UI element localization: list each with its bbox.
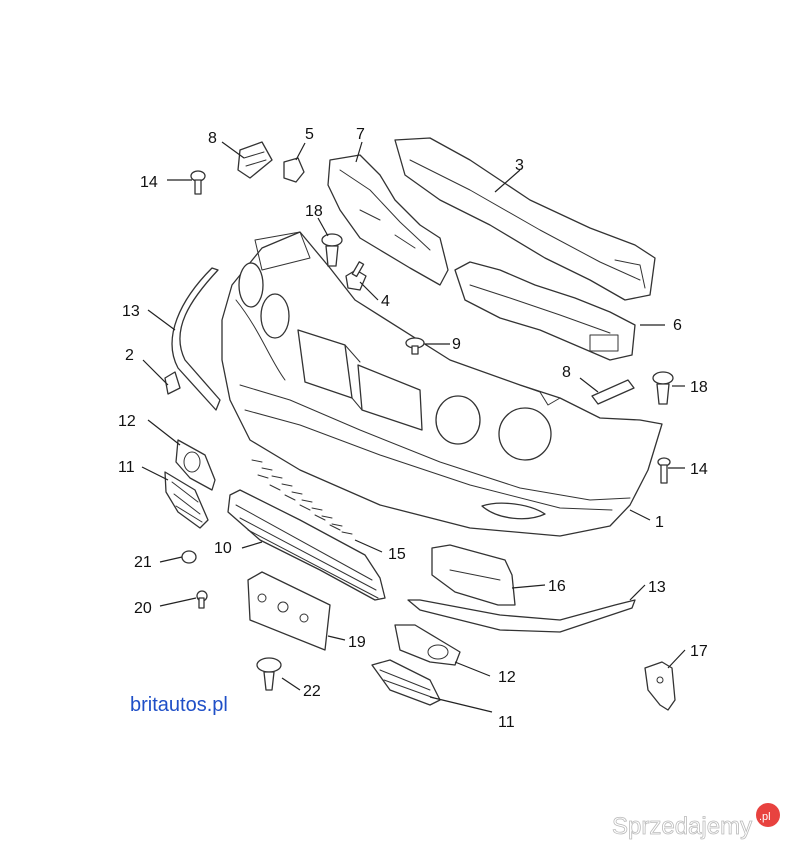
watermark: Sprzedajemy .pl bbox=[612, 803, 780, 840]
callout-20: 20 bbox=[134, 600, 152, 617]
callout-11-right: 11 bbox=[498, 714, 515, 731]
callout-1: 1 bbox=[655, 514, 664, 531]
callout-9: 9 bbox=[452, 336, 461, 353]
clip-18-right bbox=[652, 371, 674, 405]
callout-22: 22 bbox=[303, 683, 321, 700]
callout-17: 17 bbox=[690, 643, 708, 660]
callout-18-top: 18 bbox=[305, 203, 323, 220]
mesh-15 bbox=[251, 459, 353, 535]
callout-8-top: 8 bbox=[208, 130, 217, 147]
callout-14-top: 14 bbox=[140, 174, 158, 191]
watermark-text: Sprzedajemy bbox=[612, 813, 752, 840]
upper-reinforcement-bar bbox=[394, 137, 656, 301]
callout-4: 4 bbox=[381, 293, 390, 310]
watermark-badge-text: .pl bbox=[759, 811, 771, 823]
nut-21 bbox=[181, 550, 197, 564]
bracket-17 bbox=[644, 661, 676, 711]
callout-13-right: 13 bbox=[648, 579, 666, 596]
callout-5: 5 bbox=[305, 126, 314, 143]
nut-5 bbox=[283, 157, 305, 183]
callout-6: 6 bbox=[673, 317, 682, 334]
bolt-4 bbox=[345, 261, 367, 291]
energy-absorber-left bbox=[327, 154, 449, 286]
grille-11-right bbox=[371, 659, 441, 706]
plug-9 bbox=[405, 337, 425, 355]
callout-19: 19 bbox=[348, 634, 366, 651]
lower-grille-10 bbox=[227, 489, 386, 601]
grille-11-left bbox=[164, 471, 209, 529]
callout-14-right: 14 bbox=[690, 461, 708, 478]
callout-8-right: 8 bbox=[562, 364, 571, 381]
watermark-badge bbox=[756, 803, 780, 827]
callout-16: 16 bbox=[548, 578, 566, 595]
bolt-14-top bbox=[190, 170, 206, 195]
side-trim-13-right bbox=[407, 599, 636, 633]
bolt-14-right bbox=[657, 457, 671, 484]
callout-labels: 1 2 3 4 5 6 7 8 8 9 10 11 11 12 12 13 13… bbox=[118, 126, 708, 731]
bracket-16 bbox=[431, 544, 516, 606]
source-link[interactable]: britautos.pl bbox=[130, 694, 228, 716]
callout-12-left: 12 bbox=[118, 413, 136, 430]
screw-20 bbox=[196, 590, 208, 609]
callout-12-right: 12 bbox=[498, 669, 516, 686]
callout-21: 21 bbox=[134, 554, 152, 571]
leader-lines bbox=[141, 141, 686, 713]
side-trim-13-left bbox=[171, 267, 221, 411]
clip-18-top bbox=[321, 233, 343, 267]
callout-15: 15 bbox=[388, 546, 406, 563]
callout-3: 3 bbox=[515, 157, 524, 174]
callout-2: 2 bbox=[125, 347, 134, 364]
rivet-22 bbox=[256, 657, 282, 691]
bumper-cover bbox=[221, 231, 663, 537]
clip-8-right bbox=[591, 379, 635, 405]
callout-7: 7 bbox=[356, 126, 365, 143]
callout-18-right: 18 bbox=[690, 379, 708, 396]
callout-10: 10 bbox=[214, 540, 232, 557]
clip-8-top bbox=[237, 141, 273, 179]
plate-19 bbox=[247, 571, 331, 651]
callout-13-left: 13 bbox=[122, 303, 140, 320]
fog-bezel-12-left bbox=[175, 439, 216, 491]
callout-11-left: 11 bbox=[118, 459, 135, 476]
fog-bezel-12-right bbox=[394, 624, 461, 666]
energy-absorber-right bbox=[454, 261, 636, 361]
spacer-2 bbox=[164, 371, 181, 395]
